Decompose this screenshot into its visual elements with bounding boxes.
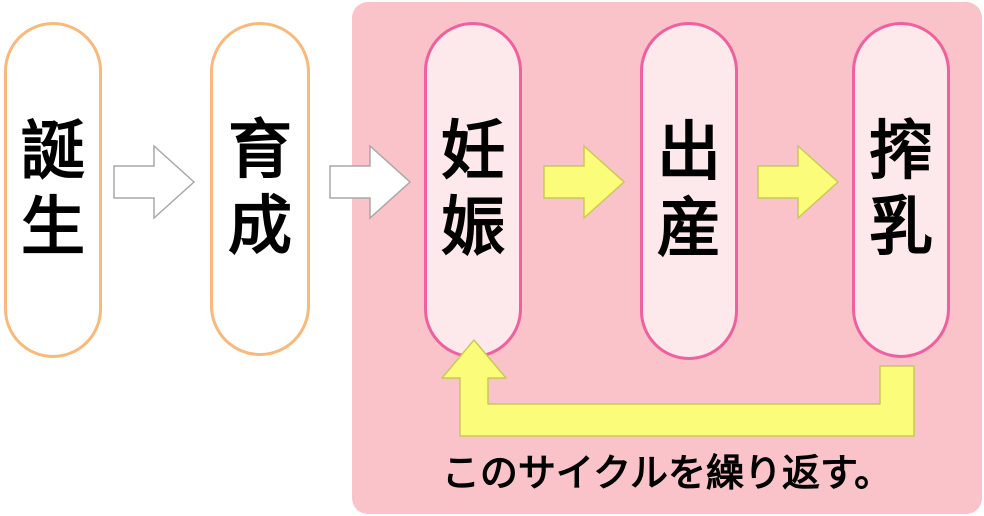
stage-raising-char-2: 成 (228, 190, 292, 264)
stage-calving-char-1: 出 (657, 116, 721, 190)
stage-calving: 出 産 (640, 22, 738, 360)
stage-calving-char-2: 産 (657, 192, 721, 266)
stage-milking-char-1: 搾 (869, 115, 933, 189)
stage-raising-char-1: 育 (228, 114, 292, 188)
stage-pregnancy: 妊 娠 (424, 22, 522, 358)
stage-milking-char-2: 乳 (869, 191, 933, 265)
stage-pregnancy-char-2: 娠 (441, 191, 505, 265)
stage-milking: 搾 乳 (852, 22, 950, 358)
stage-birth-char-1: 誕 (21, 115, 85, 189)
stage-birth-char-2: 生 (21, 191, 85, 265)
arrow-calving-to-milking (757, 144, 840, 220)
stage-birth: 誕 生 (4, 22, 102, 358)
stage-pregnancy-char-1: 妊 (441, 115, 505, 189)
arrow-milking-to-pregnancy-loop (441, 339, 915, 437)
cycle-caption: このサイクルを繰り返す。 (441, 451, 893, 495)
arrow-birth-to-raising (113, 144, 196, 220)
arrow-pregnancy-to-calving (543, 144, 626, 220)
arrow-raising-to-pregnancy (329, 144, 412, 220)
stage-raising: 育 成 (210, 22, 310, 356)
